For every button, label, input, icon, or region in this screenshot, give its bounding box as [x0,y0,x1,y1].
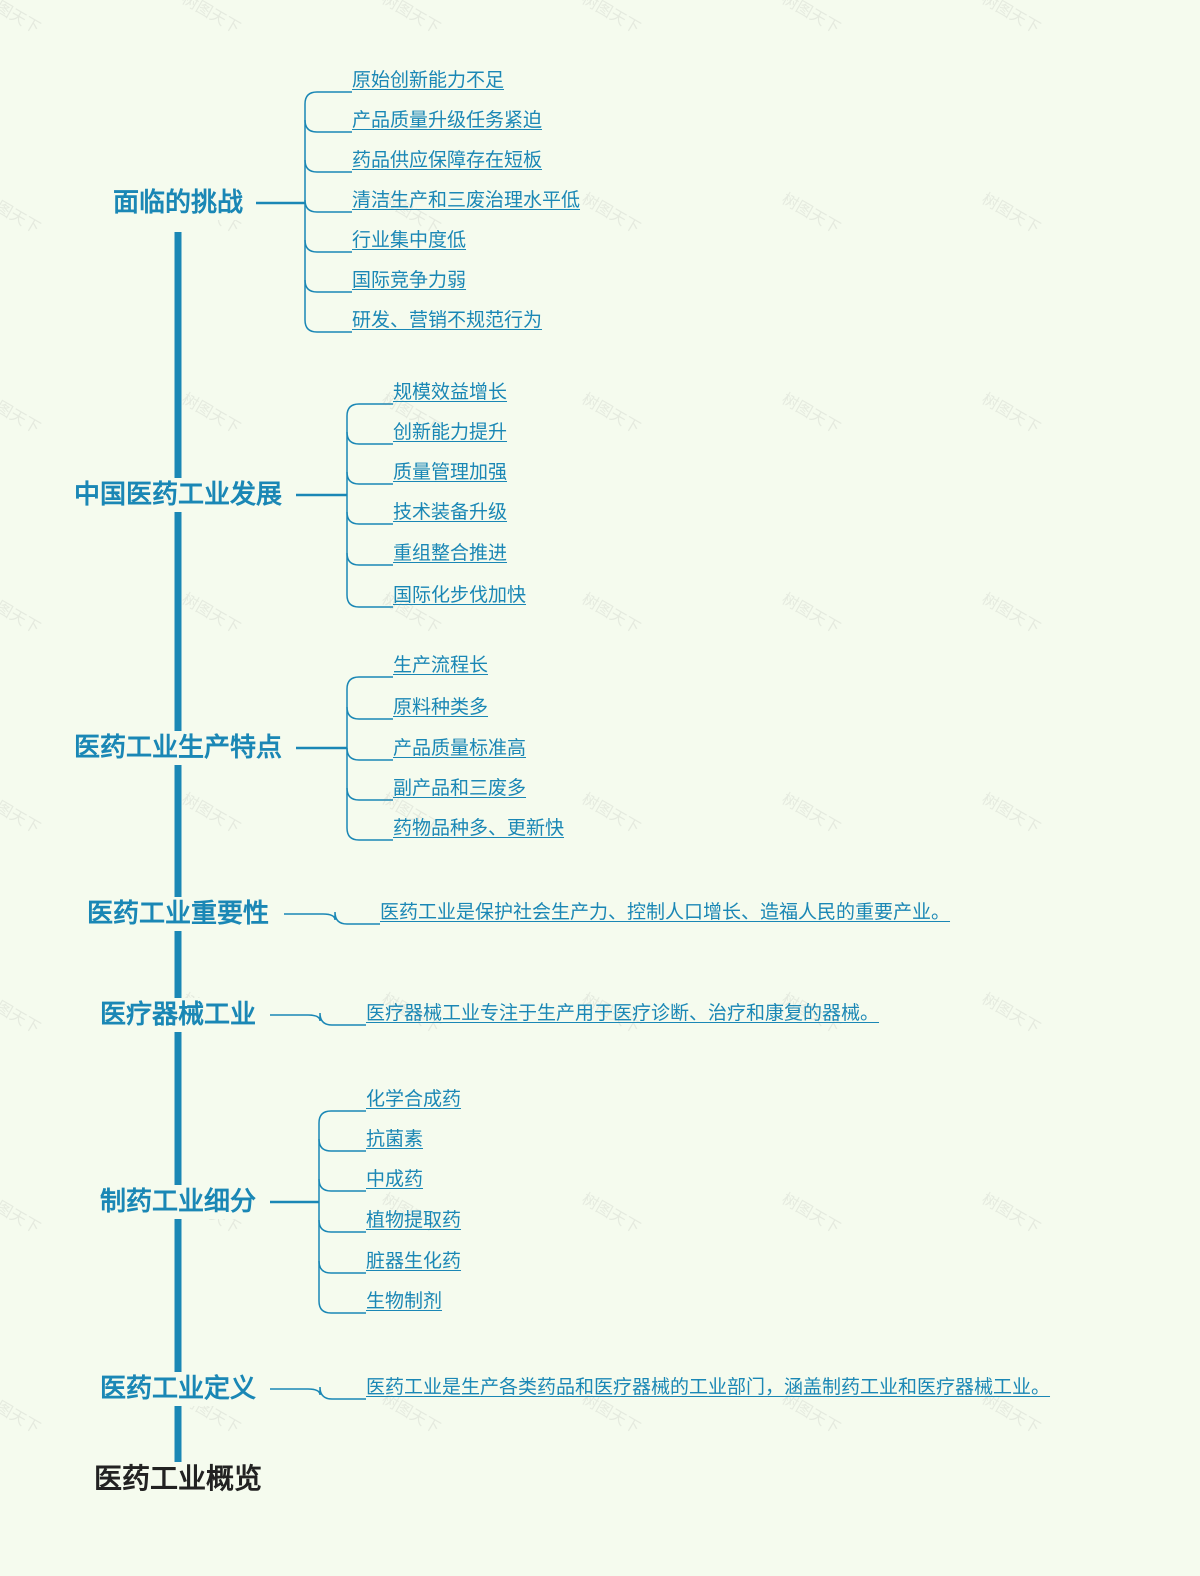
leaf-connector-subdivision-1 [318,1138,366,1152]
leaf-connector-production-features-4 [346,827,393,841]
branch-medical-devices[interactable]: 医疗器械工业 [93,998,263,1032]
leaf-production-features-1[interactable]: 原料种类多 [393,696,489,718]
leaf-development-1[interactable]: 创新能力提升 [393,421,508,443]
leaf-connector-production-features-3 [346,787,393,801]
leaf-connector-development-0 [346,403,393,417]
leaf-subdivision-0[interactable]: 化学合成药 [366,1088,462,1110]
leaf-connector-subdivision-5 [318,1300,366,1314]
leaf-connector-subdivision-4 [318,1260,366,1274]
leaf-subdivision-3[interactable]: 植物提取药 [366,1209,462,1231]
leaf-production-features-0[interactable]: 生产流程长 [393,654,489,676]
leaf-connector-subdivision-3 [318,1219,366,1233]
leaf-connector-challenges-2 [304,159,352,173]
leaf-connector-development-4 [346,552,393,566]
leaf-production-features-3[interactable]: 副产品和三废多 [393,777,527,799]
leaf-production-features-4[interactable]: 药物品种多、更新快 [393,817,565,839]
leaf-subdivision-1[interactable]: 抗菌素 [366,1128,424,1150]
leaf-definition-0[interactable]: 医药工业是生产各类药品和医疗器械的工业部门，涵盖制药工业和医疗器械工业。 [366,1376,1051,1398]
leaf-development-5[interactable]: 国际化步伐加快 [393,584,527,606]
branch-definition[interactable]: 医药工业定义 [93,1372,263,1406]
leaf-connector-development-2 [346,471,393,485]
branch-production-features[interactable]: 医药工业生产特点 [67,731,289,765]
leaf-connector-production-features-1 [346,706,393,720]
leaf-connector-development-3 [346,511,393,525]
leaf-connector-challenges-4 [304,239,352,253]
leaf-subdivision-5[interactable]: 生物制剂 [366,1290,443,1312]
leaf-challenges-4[interactable]: 行业集中度低 [352,229,467,251]
leaf-production-features-2[interactable]: 产品质量标准高 [393,737,527,759]
leaf-development-0[interactable]: 规模效益增长 [393,381,508,403]
connector-definition [270,1386,366,1400]
connector-importance [284,911,380,925]
leaf-connector-subdivision-0 [318,1110,366,1124]
leaf-development-4[interactable]: 重组整合推进 [393,542,508,564]
branch-challenges[interactable]: 面临的挑战 [106,186,250,220]
branch-subdivision[interactable]: 制药工业细分 [93,1185,263,1219]
leaf-challenges-1[interactable]: 产品质量升级任务紧迫 [352,109,543,131]
leaf-connector-development-1 [346,431,393,445]
branch-development[interactable]: 中国医药工业发展 [67,478,289,512]
leaf-connector-challenges-1 [304,119,352,133]
connector-medical-devices [270,1012,366,1026]
leaf-subdivision-4[interactable]: 脏器生化药 [366,1250,462,1272]
leaf-development-3[interactable]: 技术装备升级 [393,501,508,523]
leaf-challenges-6[interactable]: 研发、营销不规范行为 [352,309,543,331]
leaf-development-2[interactable]: 质量管理加强 [393,461,508,483]
leaf-subdivision-2[interactable]: 中成药 [366,1168,424,1190]
leaf-connector-production-features-0 [346,676,393,690]
leaf-challenges-2[interactable]: 药品供应保障存在短板 [352,149,543,171]
leaf-connector-production-features-2 [346,747,393,761]
leaf-challenges-0[interactable]: 原始创新能力不足 [352,69,505,91]
leaf-importance-0[interactable]: 医药工业是保护社会生产力、控制人口增长、造福人民的重要产业。 [380,901,951,923]
leaf-connector-challenges-3 [304,199,352,213]
leaf-connector-challenges-5 [304,279,352,293]
leaf-connector-challenges-0 [304,91,352,105]
leaf-challenges-3[interactable]: 清洁生产和三废治理水平低 [352,189,581,211]
leaf-connector-subdivision-2 [318,1178,366,1192]
root-node[interactable]: 医药工业概览 [93,1462,263,1495]
leaf-challenges-5[interactable]: 国际竞争力弱 [352,269,467,291]
leaf-connector-development-5 [346,594,393,608]
branch-importance[interactable]: 医药工业重要性 [80,897,276,931]
leaf-connector-challenges-6 [304,319,352,333]
leaf-medical-devices-0[interactable]: 医疗器械工业专注于生产用于医疗诊断、治疗和康复的器械。 [366,1002,880,1024]
